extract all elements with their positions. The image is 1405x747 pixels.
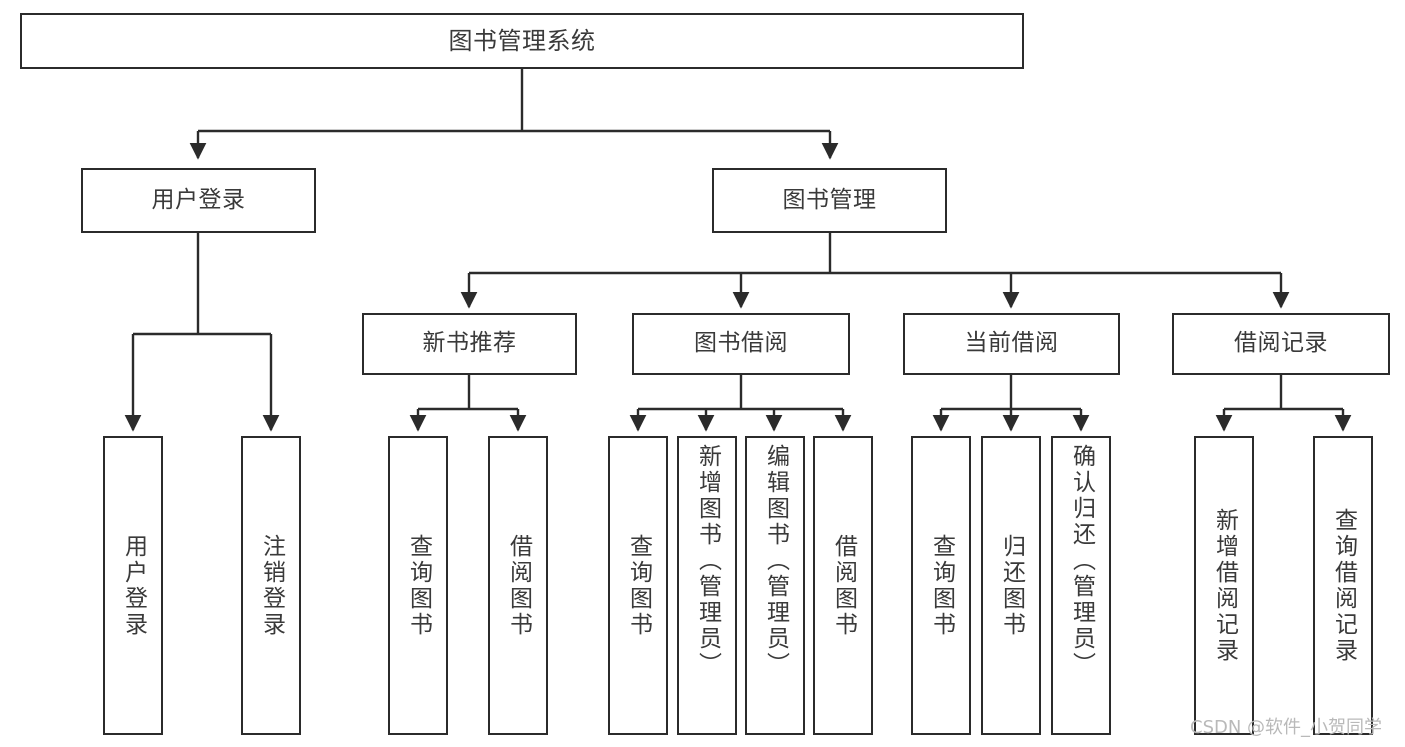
leaf-query-book-borrow[interactable]: 查询图书 (608, 436, 668, 735)
node-book-manage[interactable]: 图书管理 (712, 168, 947, 233)
node-label: 当前借阅 (964, 330, 1059, 357)
node-label: 图书管理 (782, 186, 877, 213)
node-borrow-record[interactable]: 借阅记录 (1172, 313, 1390, 375)
node-label: 图书借阅 (694, 330, 788, 357)
node-label: 查询图书 (405, 533, 432, 638)
node-user-login[interactable]: 用户登录 (81, 168, 316, 233)
node-label: 注销登录 (258, 533, 285, 638)
node-label: 编辑图书（管理员） (762, 444, 789, 678)
leaf-confirm-return[interactable]: 确认归还（管理员） (1051, 436, 1111, 735)
leaf-user-logout[interactable]: 注销登录 (241, 436, 301, 735)
node-label: 借阅图书 (505, 533, 532, 638)
node-current-borrow[interactable]: 当前借阅 (903, 313, 1120, 375)
node-label: 用户登录 (120, 533, 147, 638)
csdn-watermark: CSDN @软件_小贺同学 (1190, 717, 1383, 738)
node-new-book-recommend[interactable]: 新书推荐 (362, 313, 577, 375)
node-label: 确认归还（管理员） (1068, 444, 1095, 678)
leaf-query-book-recommend[interactable]: 查询图书 (388, 436, 448, 735)
node-label: 新增图书（管理员） (694, 444, 721, 678)
leaf-edit-book[interactable]: 编辑图书（管理员） (745, 436, 805, 735)
leaf-query-book-current[interactable]: 查询图书 (911, 436, 971, 735)
leaf-add-borrow-record[interactable]: 新增借阅记录 (1194, 436, 1254, 735)
leaf-return-book[interactable]: 归还图书 (981, 436, 1041, 735)
node-label: 借阅记录 (1234, 330, 1328, 357)
node-label: 借阅图书 (830, 533, 857, 638)
leaf-borrow-book-recommend[interactable]: 借阅图书 (488, 436, 548, 735)
node-label: 查询借阅记录 (1330, 507, 1357, 664)
node-label: 查询图书 (625, 533, 652, 638)
node-label: 归还图书 (998, 533, 1025, 638)
leaf-query-borrow-record[interactable]: 查询借阅记录 (1313, 436, 1373, 735)
node-root-system[interactable]: 图书管理系统 (20, 13, 1024, 69)
node-label: 用户登录 (151, 186, 246, 213)
node-label: 查询图书 (928, 533, 955, 638)
node-label: 新增借阅记录 (1211, 507, 1238, 664)
node-label: 图书管理系统 (448, 26, 596, 55)
leaf-user-login[interactable]: 用户登录 (103, 436, 163, 735)
leaf-borrow-book[interactable]: 借阅图书 (813, 436, 873, 735)
leaf-add-book[interactable]: 新增图书（管理员） (677, 436, 737, 735)
node-label: 新书推荐 (422, 330, 517, 357)
node-book-borrow[interactable]: 图书借阅 (632, 313, 850, 375)
